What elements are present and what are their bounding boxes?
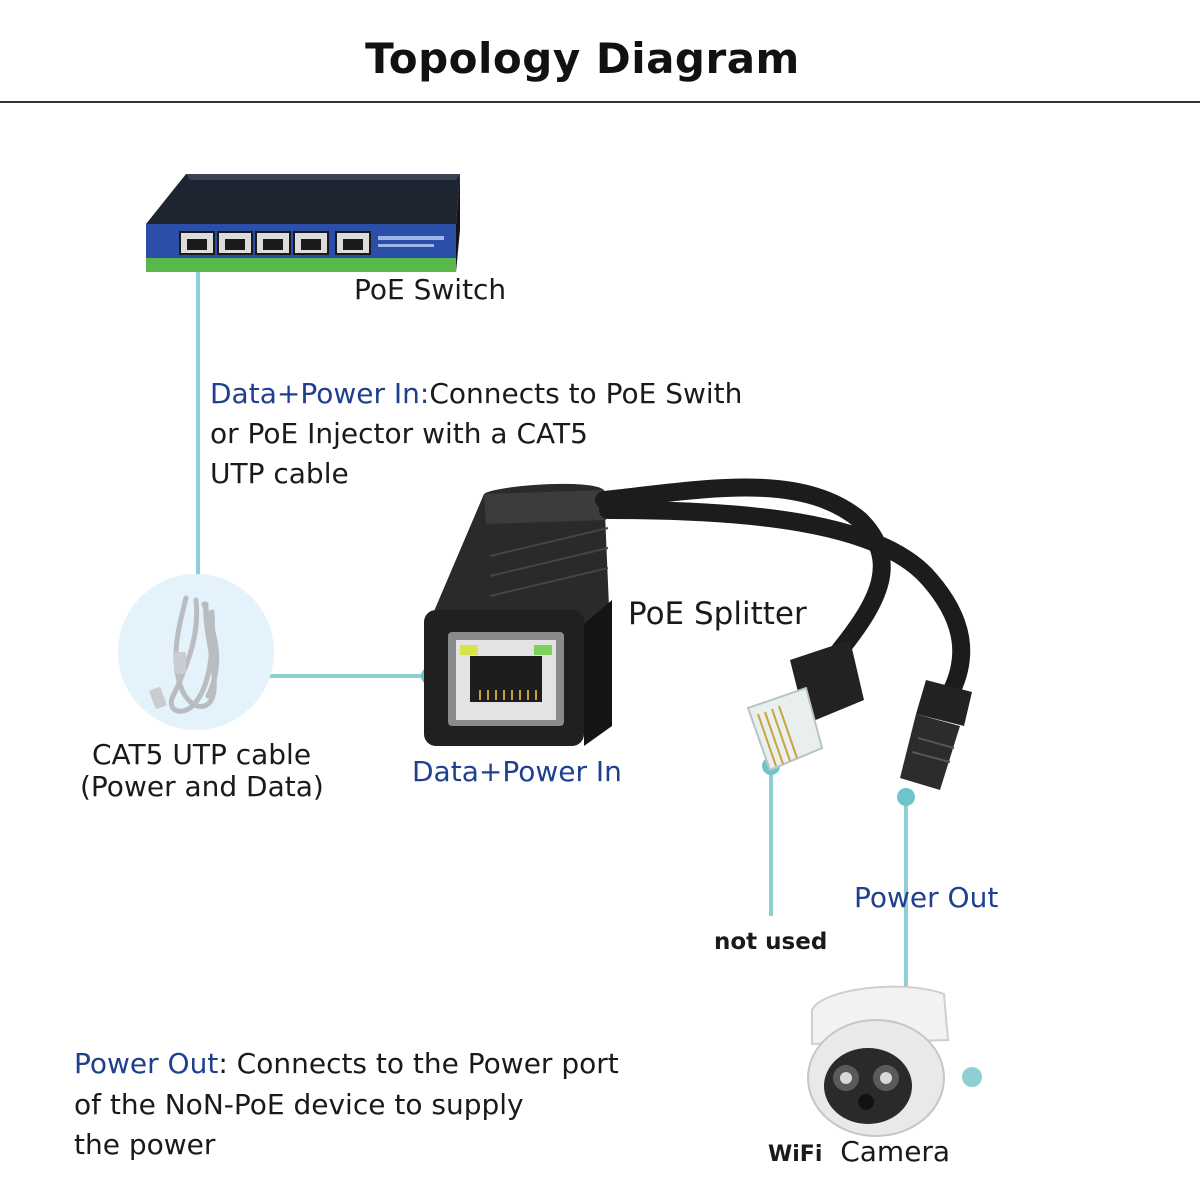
camera-text: Camera (840, 1135, 951, 1168)
dome-camera-icon (807, 985, 950, 1137)
data-power-in-desc-rest: Connects to PoE Swith (429, 377, 743, 410)
poe-switch-label: PoE Switch (354, 273, 507, 306)
power-out-desc-rest: : Connects to the Power port (218, 1047, 619, 1080)
camera-label: WiFi Camera (768, 1132, 950, 1175)
cat5-label-line2: (Power and Data) (80, 770, 324, 803)
dc-barrel-plug-icon (900, 680, 972, 790)
data-power-in-desc-line3: UTP cable (210, 457, 349, 490)
cat5-label-line1: CAT5 UTP cable (92, 738, 312, 771)
data-power-in-highlight: Data+Power In: (210, 377, 430, 410)
rj45-plug-icon (746, 640, 864, 772)
splitter-cables (595, 478, 971, 699)
power-out-label: Power Out (854, 881, 999, 914)
camera-prefix: WiFi (768, 1142, 823, 1167)
dc-plug-dot (897, 788, 915, 806)
power-out-desc-line1: Power Out: Connects to the Power port (74, 1044, 619, 1084)
cat5-cable-icon (118, 574, 274, 730)
power-out-highlight: Power Out (74, 1047, 219, 1080)
title-divider (0, 101, 1200, 103)
data-power-in-label: Data+Power In (412, 755, 622, 788)
not-used-label: not used (714, 929, 828, 955)
poe-splitter-icon (424, 483, 612, 746)
poe-splitter-label: PoE Splitter (628, 596, 807, 632)
page-title: Topology Diagram (365, 34, 800, 83)
camera-dot (962, 1067, 982, 1087)
power-out-desc-line3: the power (74, 1128, 216, 1161)
data-power-in-desc-line1: Data+Power In:Connects to PoE Swith (210, 374, 742, 414)
data-power-in-desc-line2: or PoE Injector with a CAT5 (210, 417, 588, 450)
poe-switch-icon (146, 174, 460, 272)
power-out-desc-line2: of the NoN-PoE device to supply (74, 1088, 524, 1121)
